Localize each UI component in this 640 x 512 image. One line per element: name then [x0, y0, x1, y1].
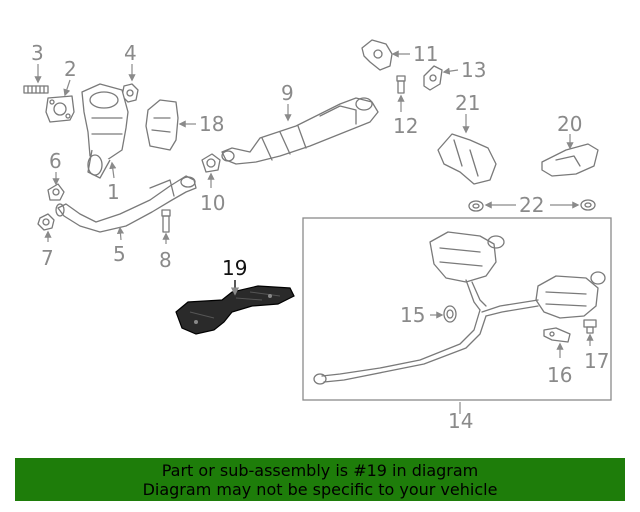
part-6-gasket[interactable]	[47, 183, 65, 201]
callout-10: 10	[200, 191, 225, 215]
callout-13: 13	[461, 58, 486, 82]
part-20-bracket[interactable]	[541, 143, 599, 177]
part-7-nut[interactable]	[37, 213, 55, 231]
part-2-gasket[interactable]	[45, 95, 75, 123]
part-22-isolator-right[interactable]	[580, 199, 596, 211]
part-17-bolt[interactable]	[583, 319, 597, 334]
callout-9: 9	[281, 81, 294, 105]
part-9-intermediate-pipe[interactable]	[221, 97, 379, 165]
callout-3: 3	[31, 41, 44, 65]
callout-21: 21	[455, 91, 480, 115]
callout-18: 18	[199, 112, 224, 136]
part-14-muffler-assembly[interactable]	[313, 231, 606, 385]
part-15-isolator[interactable]	[443, 305, 457, 323]
callout-5: 5	[113, 242, 126, 266]
callout-22: 22	[519, 193, 544, 217]
banner-line-1: Part or sub-assembly is #19 in diagram	[161, 461, 479, 480]
part-22-isolator-left[interactable]	[468, 200, 484, 212]
callout-8: 8	[159, 248, 172, 272]
part-3-stud[interactable]	[23, 85, 49, 94]
callout-16: 16	[547, 363, 572, 387]
part-5-front-pipe[interactable]	[55, 175, 197, 233]
callout-15: 15	[400, 303, 425, 327]
part-10-gasket[interactable]	[201, 153, 221, 173]
callout-2: 2	[64, 57, 77, 81]
part-12-bolt[interactable]	[396, 75, 406, 94]
callout-17: 17	[584, 349, 609, 373]
callout-20: 20	[557, 112, 582, 136]
banner-line-2: Diagram may not be specific to your vehi…	[142, 480, 498, 499]
callout-7: 7	[41, 246, 54, 270]
callout-4: 4	[124, 41, 137, 65]
part-11-hanger[interactable]	[361, 39, 393, 71]
callout-6: 6	[49, 149, 62, 173]
part-16-bracket[interactable]	[543, 327, 571, 343]
callout-12: 12	[393, 114, 418, 138]
callout-14: 14	[448, 409, 473, 433]
part-13-isolator[interactable]	[423, 65, 443, 91]
part-18-heat-shield[interactable]	[145, 99, 179, 151]
part-21-bracket[interactable]	[437, 133, 497, 185]
part-1-catalytic-converter[interactable]	[81, 83, 129, 179]
callout-1: 1	[107, 180, 120, 204]
callout-19: 19	[222, 256, 247, 280]
callout-11: 11	[413, 42, 438, 66]
part-8-bolt[interactable]	[161, 209, 171, 233]
info-banner: Part or sub-assembly is #19 in diagram D…	[15, 458, 625, 501]
part-14-group-frame	[302, 217, 612, 401]
part-19-heat-shield[interactable]	[175, 285, 295, 335]
